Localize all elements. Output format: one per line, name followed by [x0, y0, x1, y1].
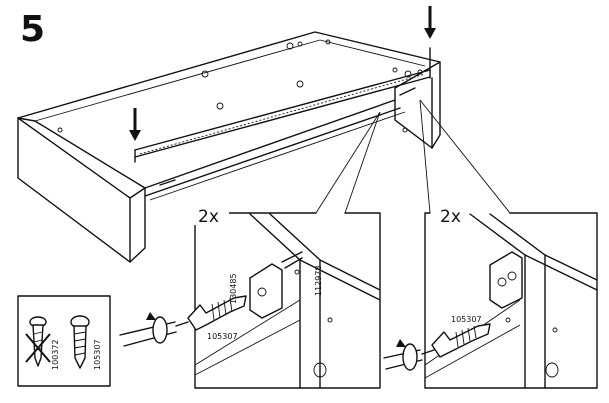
- screwdriver-icon: [119, 312, 189, 347]
- screw-icon: [187, 295, 247, 331]
- screw-legend: 100372 105307: [17, 295, 111, 387]
- legend-wrong-part-number: 100372: [51, 339, 60, 370]
- screwdriver-icon: [383, 339, 435, 371]
- cabinet-frame: [17, 31, 441, 263]
- detail-left: 2x: [119, 203, 381, 389]
- detail-right-multiplier: 2x: [440, 207, 461, 227]
- down-arrow-icon: [424, 6, 436, 39]
- step-number: 5: [20, 9, 46, 50]
- part-number-screw-right: 105307: [451, 315, 482, 324]
- wrong-screw-icon: [25, 316, 51, 367]
- part-number-rail: 112978: [314, 265, 323, 296]
- legend-correct-part-number: 105307: [93, 339, 102, 370]
- down-arrow-icon: [129, 108, 141, 141]
- detail-left-multiplier: 2x: [198, 207, 219, 227]
- detail-right: 2x: [383, 203, 598, 389]
- part-number-screw: 105307: [207, 332, 238, 341]
- screw-icon: [431, 323, 491, 358]
- correct-screw-icon: [70, 315, 90, 369]
- part-number-bracket: 130485: [229, 273, 238, 304]
- callout-lines: [315, 99, 511, 214]
